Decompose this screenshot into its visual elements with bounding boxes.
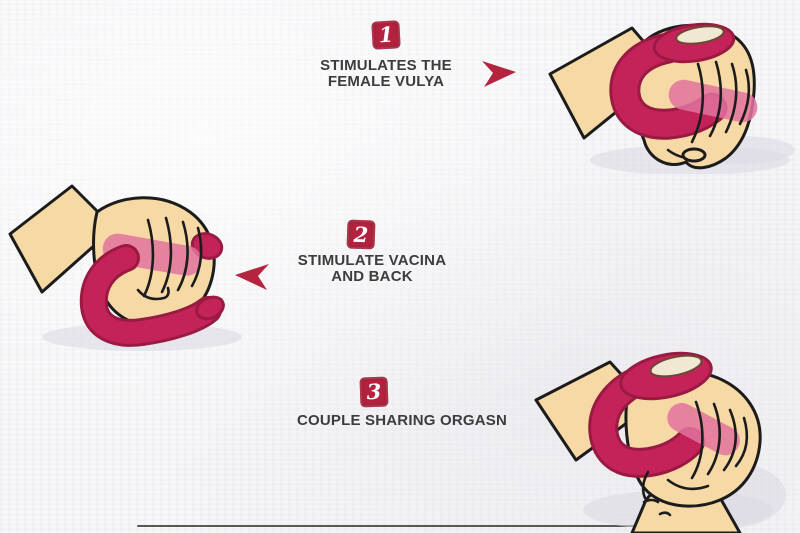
- step-text-line: FEMALE VULYA: [327, 73, 445, 90]
- step-text-line: STIMULATE VACINA: [297, 252, 447, 269]
- illustration-step1-hand-holding-device: [548, 22, 795, 174]
- step-text-line: COUPLE SHARING ORGASN: [296, 412, 508, 429]
- illustration-step2-hand-holding-device: [8, 184, 242, 351]
- illustration-step3-hand-holding-device: [534, 351, 786, 533]
- step-3-number-badge: 3: [359, 376, 389, 408]
- table-edge-line: [137, 525, 697, 527]
- step-3-text: COUPLE SHARING ORGASN: [292, 413, 512, 429]
- finger-lines: [666, 400, 749, 491]
- wrist-creases: [641, 470, 672, 517]
- gloss-cap: [675, 25, 725, 45]
- step-text-line: AND BACK: [331, 268, 413, 285]
- c-shaped-vibrator: [588, 351, 740, 478]
- step-2-number-badge: 2: [346, 219, 376, 250]
- step-1-text: STIMULATES THE FEMALE VULYA: [286, 58, 486, 90]
- step-1-number-badge: 1: [371, 20, 401, 50]
- device-band-behind-fingers: [667, 402, 740, 456]
- finger-lines: [136, 216, 203, 301]
- gloss-cap: [649, 354, 703, 378]
- arrow-right-icon: [482, 61, 516, 87]
- step-text-line: STIMULATES THE: [320, 57, 452, 74]
- fingernail: [681, 147, 707, 163]
- c-shaped-vibrator: [79, 244, 225, 347]
- arrow-left-icon: [235, 264, 269, 290]
- step-2-text: STIMULATE VACINA AND BACK: [272, 253, 472, 285]
